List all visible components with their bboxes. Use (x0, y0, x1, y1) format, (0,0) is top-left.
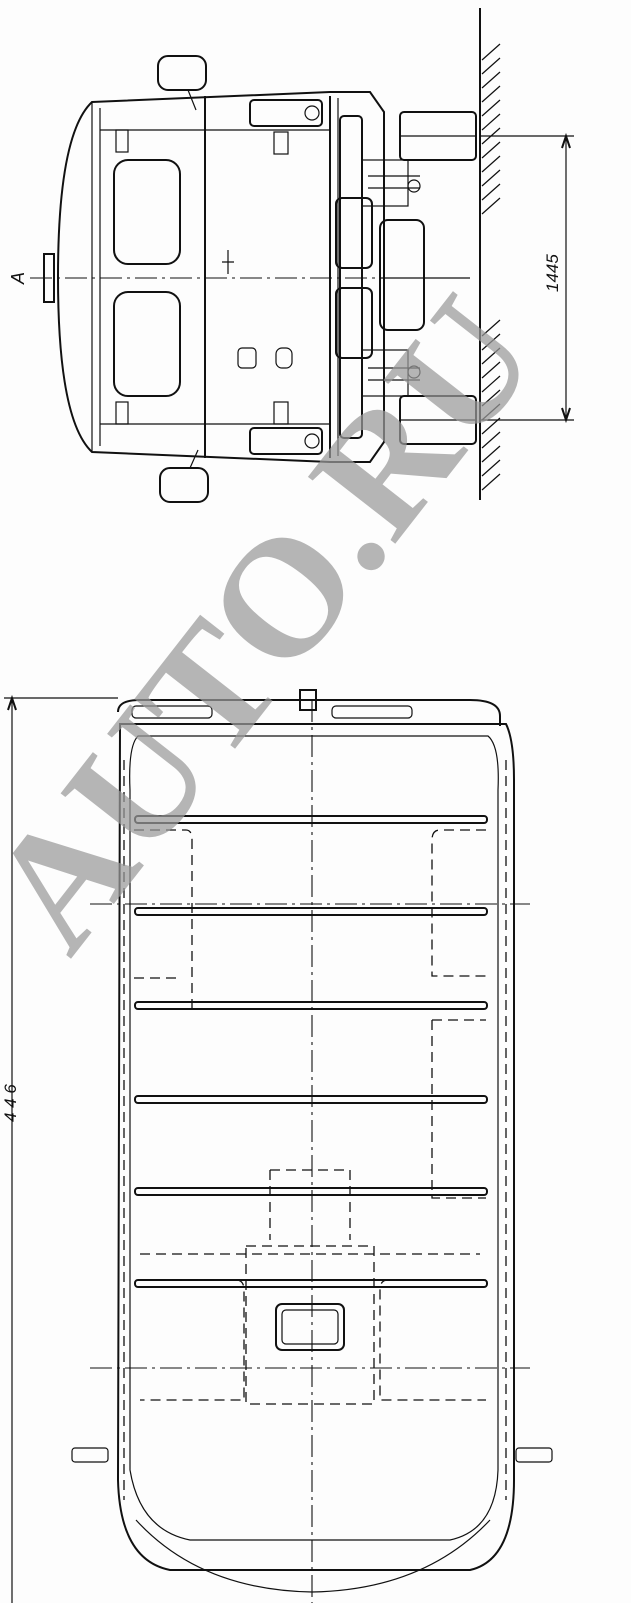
ground-hatch (481, 43, 501, 491)
window-upper (113, 159, 181, 265)
light-bottom (249, 427, 323, 455)
end-view: A (8, 8, 574, 503)
rack-rib-4 (134, 1095, 488, 1104)
plan-view: 4 4 6 (1, 689, 553, 1603)
rack-rib-6 (134, 1279, 488, 1288)
light-top (249, 99, 323, 127)
dimension-length-label: 4 4 6 (1, 1084, 20, 1122)
body-plan-outline (116, 723, 515, 1571)
rack-rib-5 (134, 1187, 488, 1196)
body-outline (56, 91, 385, 463)
window-lower (113, 291, 181, 397)
watermark: AUTO.RU (0, 264, 571, 983)
rack-rib-2 (134, 907, 488, 916)
rack-rib-1 (134, 815, 488, 824)
dimension-track-label: 1445 (543, 254, 562, 292)
track-dimension (480, 132, 574, 424)
mirror-top (157, 55, 207, 91)
rear-hatch (275, 1303, 345, 1351)
rack-rib-3 (134, 1001, 488, 1010)
section-label: A (8, 272, 28, 285)
mirror-bottom (159, 467, 209, 503)
